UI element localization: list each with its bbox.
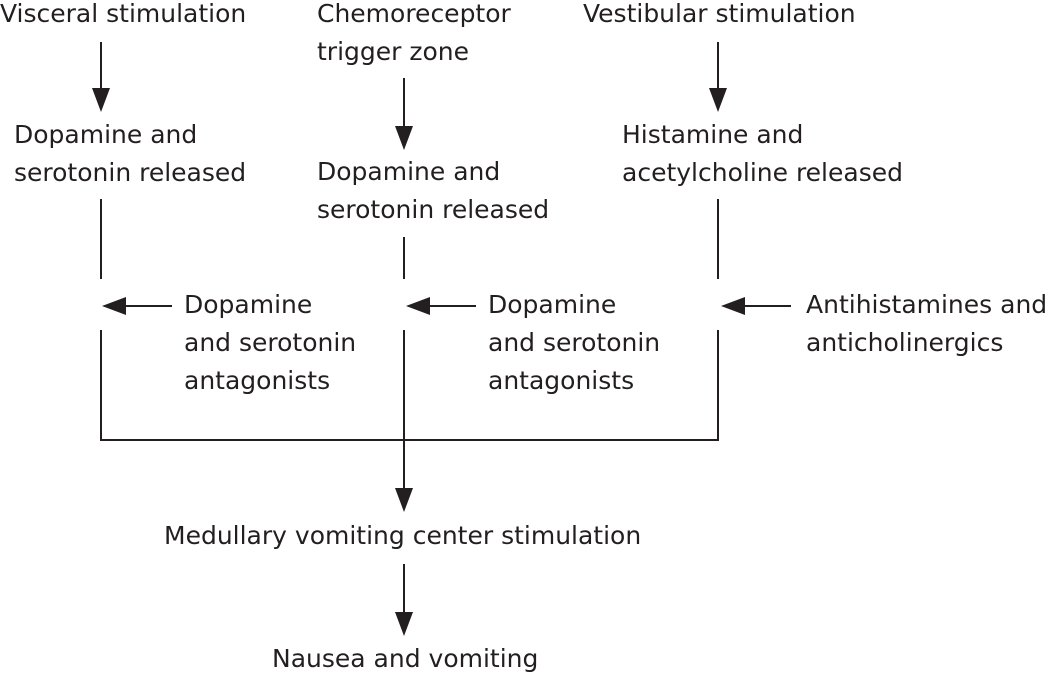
vestibular-antagonists-label: Antihistamines and anticholinergics — [806, 290, 1046, 357]
vestibular-stimulation-label: Vestibular stimulation — [583, 0, 856, 28]
visceral-release-label: Dopamine and serotonin released — [14, 120, 247, 187]
outcome-label: Nausea and vomiting — [272, 644, 539, 673]
vestibular-release-label: Histamine and acetylcholine released — [622, 120, 903, 187]
arrow-ctz-to-release — [395, 78, 413, 150]
arrow-to-outcome — [395, 564, 413, 636]
visceral-antagonists-label: Dopamine and serotonin antagonists — [184, 290, 357, 395]
chemoreceptor-trigger-zone-label: Chemoreceptor trigger zone — [317, 0, 511, 66]
ctz-antagonists-label: Dopamine and serotonin antagonists — [488, 290, 661, 395]
block-arrow-visceral — [102, 297, 172, 315]
arrow-vestibular-to-release — [709, 42, 727, 112]
vomiting-center-label: Medullary vomiting center stimulation — [164, 521, 642, 550]
ctz-release-label: Dopamine and serotonin released — [317, 157, 550, 224]
block-arrow-ctz — [406, 297, 476, 315]
arrow-visceral-to-release — [92, 42, 110, 112]
block-arrow-vestibular — [721, 297, 791, 315]
arrow-to-vomiting-center — [395, 330, 413, 512]
visceral-stimulation-label: Visceral stimulation — [0, 0, 247, 28]
